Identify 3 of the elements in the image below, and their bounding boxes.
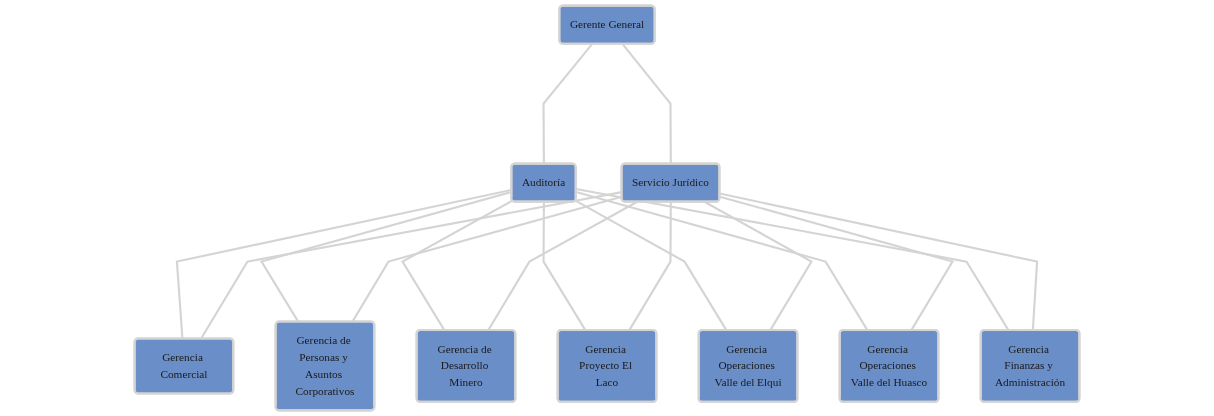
connector xyxy=(175,188,512,339)
connector xyxy=(542,43,593,164)
connector xyxy=(621,43,672,164)
